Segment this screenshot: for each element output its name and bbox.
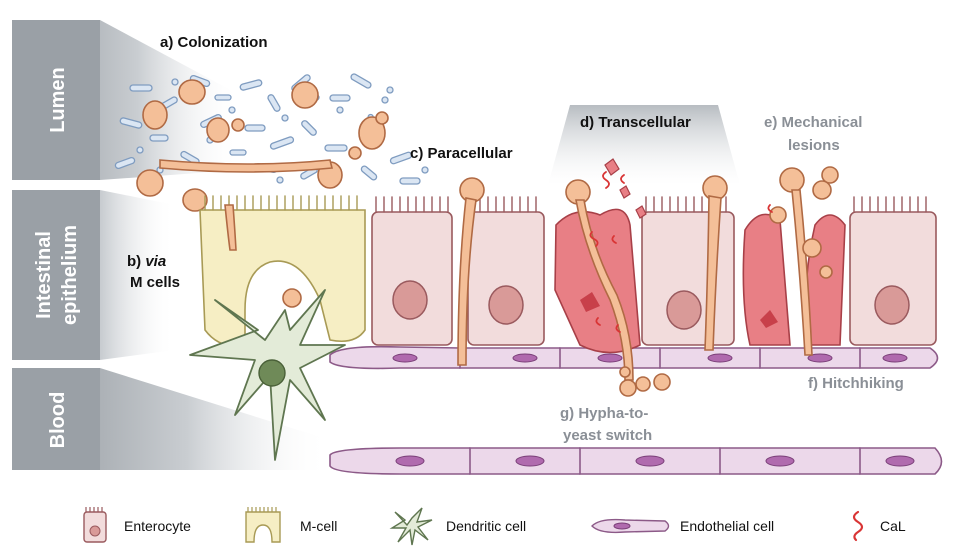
fungal-colonization [136,79,389,212]
route-labels: a) Colonization b) via M cells c) Parace… [127,34,904,444]
side-label-bars: Lumen Intestinal epithelium Blood [12,20,330,470]
legend-endothelial-cell: Endothelial cell [591,518,774,534]
endothelial-cell-legend-icon [591,518,670,534]
legend-enterocyte: Enterocyte [83,507,191,543]
fungal-invasion [224,166,839,397]
m-cells-label-line2: M cells [130,274,180,291]
mechanical-lesions-label-line1: e) Mechanical [764,114,862,131]
enterocyte [371,196,453,346]
legend-m-cell-label: M-cell [300,518,337,534]
legend-dendritic-cell-label: Dendritic cell [446,518,526,534]
legend-m-cell: M-cell [245,507,337,543]
colonization-label: a) Colonization [160,34,268,51]
legend-endothelial-cell-label: Endothelial cell [680,518,774,534]
dendritic-cell-legend-icon [389,507,433,546]
legend-cal-label: CaL [880,518,906,534]
hypha-to-yeast-label-line1: g) Hypha-to- [560,405,648,422]
enterocyte [849,196,937,346]
cal-toxin-marks [589,171,773,333]
endothelium-lower [329,447,943,475]
epithelium-label-line2: epithelium [59,225,81,325]
enterocyte-row [371,196,937,354]
hypha-to-yeast-label-line2: yeast switch [563,427,652,444]
lumen-label: Lumen [47,67,69,133]
hitchhiking-label: f) Hitchhiking [808,375,904,392]
blood-label: Blood [47,392,69,449]
m-cell [199,195,366,347]
legend: Enterocyte M-cell Dendritic cell Endothe… [83,507,906,546]
transcellular-label: d) Transcellular [580,114,691,131]
enterocyte-legend-icon [83,507,107,543]
dendritic-cell [189,289,346,461]
cal-fragments [604,158,647,219]
m-cells-label-line1: b) via [127,253,166,270]
epithelium-label-line1: Intestinal [33,231,55,319]
legend-cal: CaL [852,510,906,542]
transcellular-highlight [548,105,740,185]
lesioned-enterocyte [805,214,846,346]
paracellular-label: c) Paracellular [410,145,513,162]
legend-enterocyte-label: Enterocyte [124,518,191,534]
lesioned-enterocyte [742,213,791,346]
endothelium-upper [329,345,939,370]
mechanical-lesions-label-line2: lesions [788,137,840,154]
cal-legend-icon [852,510,864,542]
enterocyte [467,196,545,346]
m-cell-legend-icon [245,507,281,543]
legend-dendritic-cell: Dendritic cell [389,507,526,546]
